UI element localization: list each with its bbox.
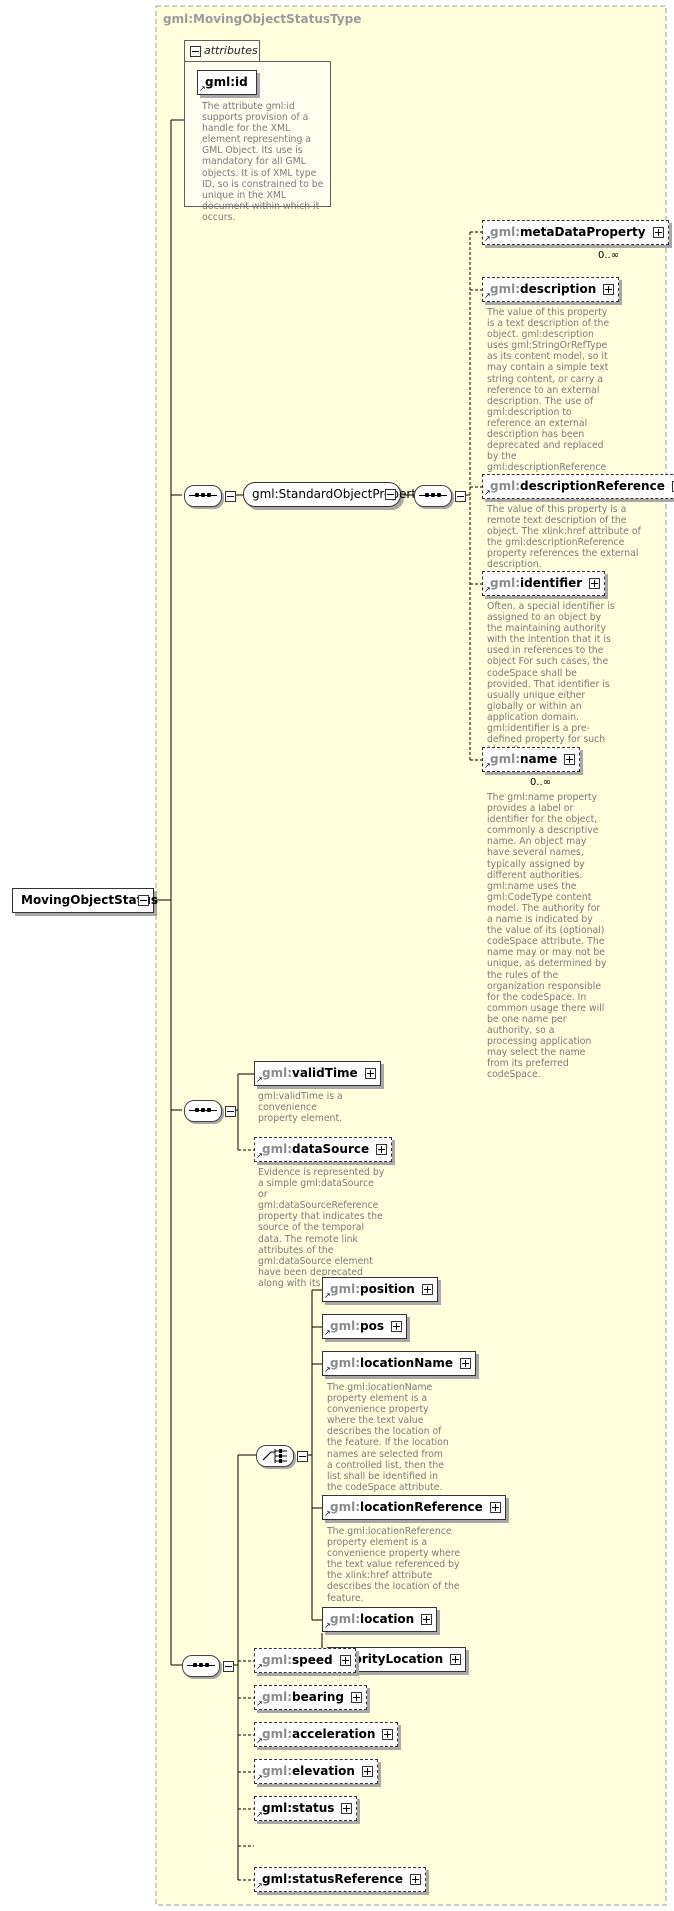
element-identifier-doc: Often, a special identifier is assigned … bbox=[487, 601, 615, 756]
reference-arrow-icon: ↗ bbox=[324, 1328, 331, 1337]
collapse-icon[interactable] bbox=[190, 46, 201, 57]
expand-icon[interactable] bbox=[564, 754, 576, 765]
element-statusreference[interactable]: gml:statusReference ↗ bbox=[254, 1867, 427, 1892]
root-element[interactable]: MovingObjectStatus bbox=[12, 888, 158, 913]
element-name[interactable]: gml:name ↗ bbox=[482, 747, 581, 772]
reference-arrow-icon: ↗ bbox=[324, 1621, 331, 1630]
reference-arrow-icon: ↗ bbox=[199, 84, 206, 93]
collapse-icon[interactable] bbox=[385, 489, 396, 500]
element-locationreference[interactable]: gml:locationReference ↗ bbox=[322, 1495, 506, 1520]
collapse-icon[interactable] bbox=[225, 491, 236, 502]
sequence-compositor-standard[interactable] bbox=[184, 485, 236, 507]
expand-icon[interactable] bbox=[421, 1284, 433, 1295]
choice-icon bbox=[262, 1449, 287, 1463]
element-speed[interactable]: gml:speed ↗ bbox=[254, 1648, 356, 1673]
reference-arrow-icon: ↗ bbox=[256, 1151, 263, 1160]
expand-icon[interactable] bbox=[376, 1144, 388, 1155]
attribute-gml-id-doc: The attribute gml:id supports provision … bbox=[202, 101, 324, 223]
element-location[interactable]: gml:location ↗ bbox=[322, 1607, 438, 1632]
reference-arrow-icon: ↗ bbox=[256, 1662, 263, 1671]
type-container bbox=[155, 5, 667, 1906]
element-datasource-doc: Evidence is represented by a simple gml:… bbox=[258, 1167, 385, 1289]
reference-arrow-icon: ↗ bbox=[256, 1075, 263, 1084]
element-validtime[interactable]: gml:validTime ↗ bbox=[254, 1061, 381, 1086]
expand-icon[interactable] bbox=[489, 1502, 501, 1513]
reference-arrow-icon: ↗ bbox=[484, 234, 491, 243]
root-element-label: MovingObjectStatus bbox=[21, 893, 159, 907]
choice-compositor-location[interactable] bbox=[256, 1445, 308, 1467]
element-metadataproperty[interactable]: gml:metaDataProperty ↗ bbox=[482, 220, 669, 245]
expand-icon[interactable] bbox=[421, 1614, 433, 1625]
expand-icon[interactable] bbox=[410, 1874, 422, 1885]
collapse-icon[interactable] bbox=[297, 1451, 308, 1462]
attribute-gml-id-label: gml:id bbox=[205, 75, 248, 89]
expand-icon[interactable] bbox=[339, 1655, 351, 1666]
collapse-icon[interactable] bbox=[223, 1661, 234, 1672]
expand-icon[interactable] bbox=[652, 227, 664, 238]
reference-arrow-icon: ↗ bbox=[484, 291, 491, 300]
expand-icon[interactable] bbox=[364, 1068, 376, 1079]
type-title: gml:MovingObjectStatusType bbox=[163, 12, 362, 26]
reference-arrow-icon: ↗ bbox=[324, 1509, 331, 1518]
reference-arrow-icon: ↗ bbox=[256, 1699, 263, 1708]
element-locationname-doc: The gml:locationName property element is… bbox=[327, 1382, 449, 1493]
expand-icon[interactable] bbox=[382, 1729, 394, 1740]
element-description-doc: The value of this property is a text des… bbox=[487, 307, 610, 484]
element-locationreference-doc: The gml:locationReference property eleme… bbox=[327, 1526, 461, 1604]
expand-icon[interactable] bbox=[341, 1803, 353, 1814]
element-descriptionreference[interactable]: gml:descriptionReference ↗ bbox=[482, 474, 674, 499]
element-descriptionreference-doc: The value of this property is a remote t… bbox=[487, 504, 641, 571]
element-locationname[interactable]: gml:locationName ↗ bbox=[322, 1351, 477, 1376]
element-description[interactable]: gml:description ↗ bbox=[482, 277, 620, 302]
attribute-gml-id[interactable]: gml:id ↗ bbox=[197, 70, 257, 95]
reference-arrow-icon: ↗ bbox=[484, 761, 491, 770]
reference-arrow-icon: ↗ bbox=[484, 585, 491, 594]
reference-arrow-icon: ↗ bbox=[256, 1736, 263, 1745]
attributes-tab[interactable]: attributes bbox=[184, 40, 260, 62]
expand-icon[interactable] bbox=[603, 284, 615, 295]
element-elevation[interactable]: gml:elevation ↗ bbox=[254, 1759, 378, 1784]
reference-arrow-icon: ↗ bbox=[256, 1881, 263, 1890]
element-bearing[interactable]: gml:bearing ↗ bbox=[254, 1685, 368, 1710]
group-label: gml:StandardObjectProperties bbox=[252, 487, 434, 501]
reference-arrow-icon: ↗ bbox=[484, 488, 491, 497]
sequence-compositor-standard-inner[interactable] bbox=[414, 485, 466, 507]
expand-icon[interactable] bbox=[391, 1321, 402, 1332]
reference-arrow-icon: ↗ bbox=[256, 1773, 263, 1782]
element-status[interactable]: gml:status ↗ bbox=[254, 1796, 358, 1821]
sequence-compositor-motion[interactable] bbox=[182, 1655, 234, 1677]
element-name-doc: The gml:name property provides a label o… bbox=[487, 792, 607, 1081]
expand-icon[interactable] bbox=[589, 578, 601, 589]
element-validtime-doc: gml:validTime is a convenience property … bbox=[258, 1091, 343, 1125]
collapse-icon[interactable] bbox=[225, 1106, 236, 1117]
element-datasource[interactable]: gml:dataSource ↗ bbox=[254, 1137, 393, 1162]
element-pos[interactable]: gml:pos ↗ bbox=[322, 1314, 407, 1339]
collapse-icon[interactable] bbox=[455, 491, 466, 502]
collapse-icon[interactable] bbox=[138, 895, 149, 906]
expand-icon[interactable] bbox=[351, 1692, 363, 1703]
occurrence-label: 0..∞ bbox=[530, 777, 552, 788]
attributes-label: attributes bbox=[204, 44, 258, 57]
reference-arrow-icon: ↗ bbox=[256, 1810, 263, 1819]
expand-icon[interactable] bbox=[361, 1766, 373, 1777]
element-position[interactable]: gml:position ↗ bbox=[322, 1277, 438, 1302]
reference-arrow-icon: ↗ bbox=[324, 1365, 331, 1374]
element-acceleration[interactable]: gml:acceleration ↗ bbox=[254, 1722, 399, 1747]
occurrence-label: 0..∞ bbox=[598, 250, 620, 261]
reference-arrow-icon: ↗ bbox=[324, 1291, 331, 1300]
group-standard-object-properties[interactable]: gml:StandardObjectProperties bbox=[243, 482, 433, 507]
expand-icon[interactable] bbox=[460, 1358, 472, 1369]
element-identifier[interactable]: gml:identifier ↗ bbox=[482, 571, 606, 596]
sequence-compositor-time[interactable] bbox=[184, 1100, 236, 1122]
expand-icon[interactable] bbox=[450, 1654, 462, 1665]
